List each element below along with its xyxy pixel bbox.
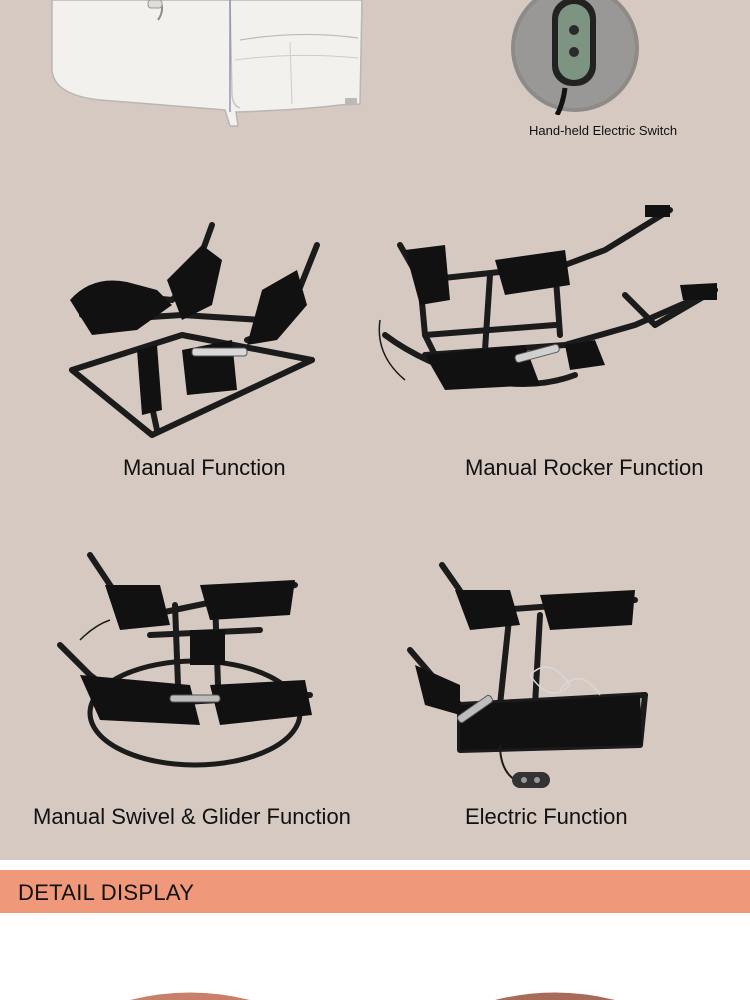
product-feature-panel: Hand-held Electric Switch xyxy=(0,0,750,860)
swivel-glider-mechanism-image xyxy=(57,552,313,768)
swivel-glider-function-caption: Manual Swivel & Glider Function xyxy=(33,804,351,829)
detail-display-banner: DETAIL DISPLAY xyxy=(0,870,750,913)
recliner-chair-image xyxy=(51,0,363,127)
electric-function-caption: Electric Function xyxy=(465,804,628,829)
switch-caption: Hand-held Electric Switch xyxy=(529,123,678,138)
detail-display-area xyxy=(0,913,750,1000)
detail-image-left-top xyxy=(130,992,250,1000)
manual-rocker-mechanism-image xyxy=(378,205,718,390)
detail-image-right-top xyxy=(495,992,615,1000)
hand-held-switch-image xyxy=(511,0,639,115)
electric-mechanism-image xyxy=(407,562,648,788)
section-divider xyxy=(0,860,750,870)
manual-function-caption: Manual Function xyxy=(123,455,286,480)
manual-rocker-function-caption: Manual Rocker Function xyxy=(465,455,704,480)
manual-function-mechanism-image xyxy=(69,222,320,438)
detail-display-title: DETAIL DISPLAY xyxy=(18,880,195,905)
